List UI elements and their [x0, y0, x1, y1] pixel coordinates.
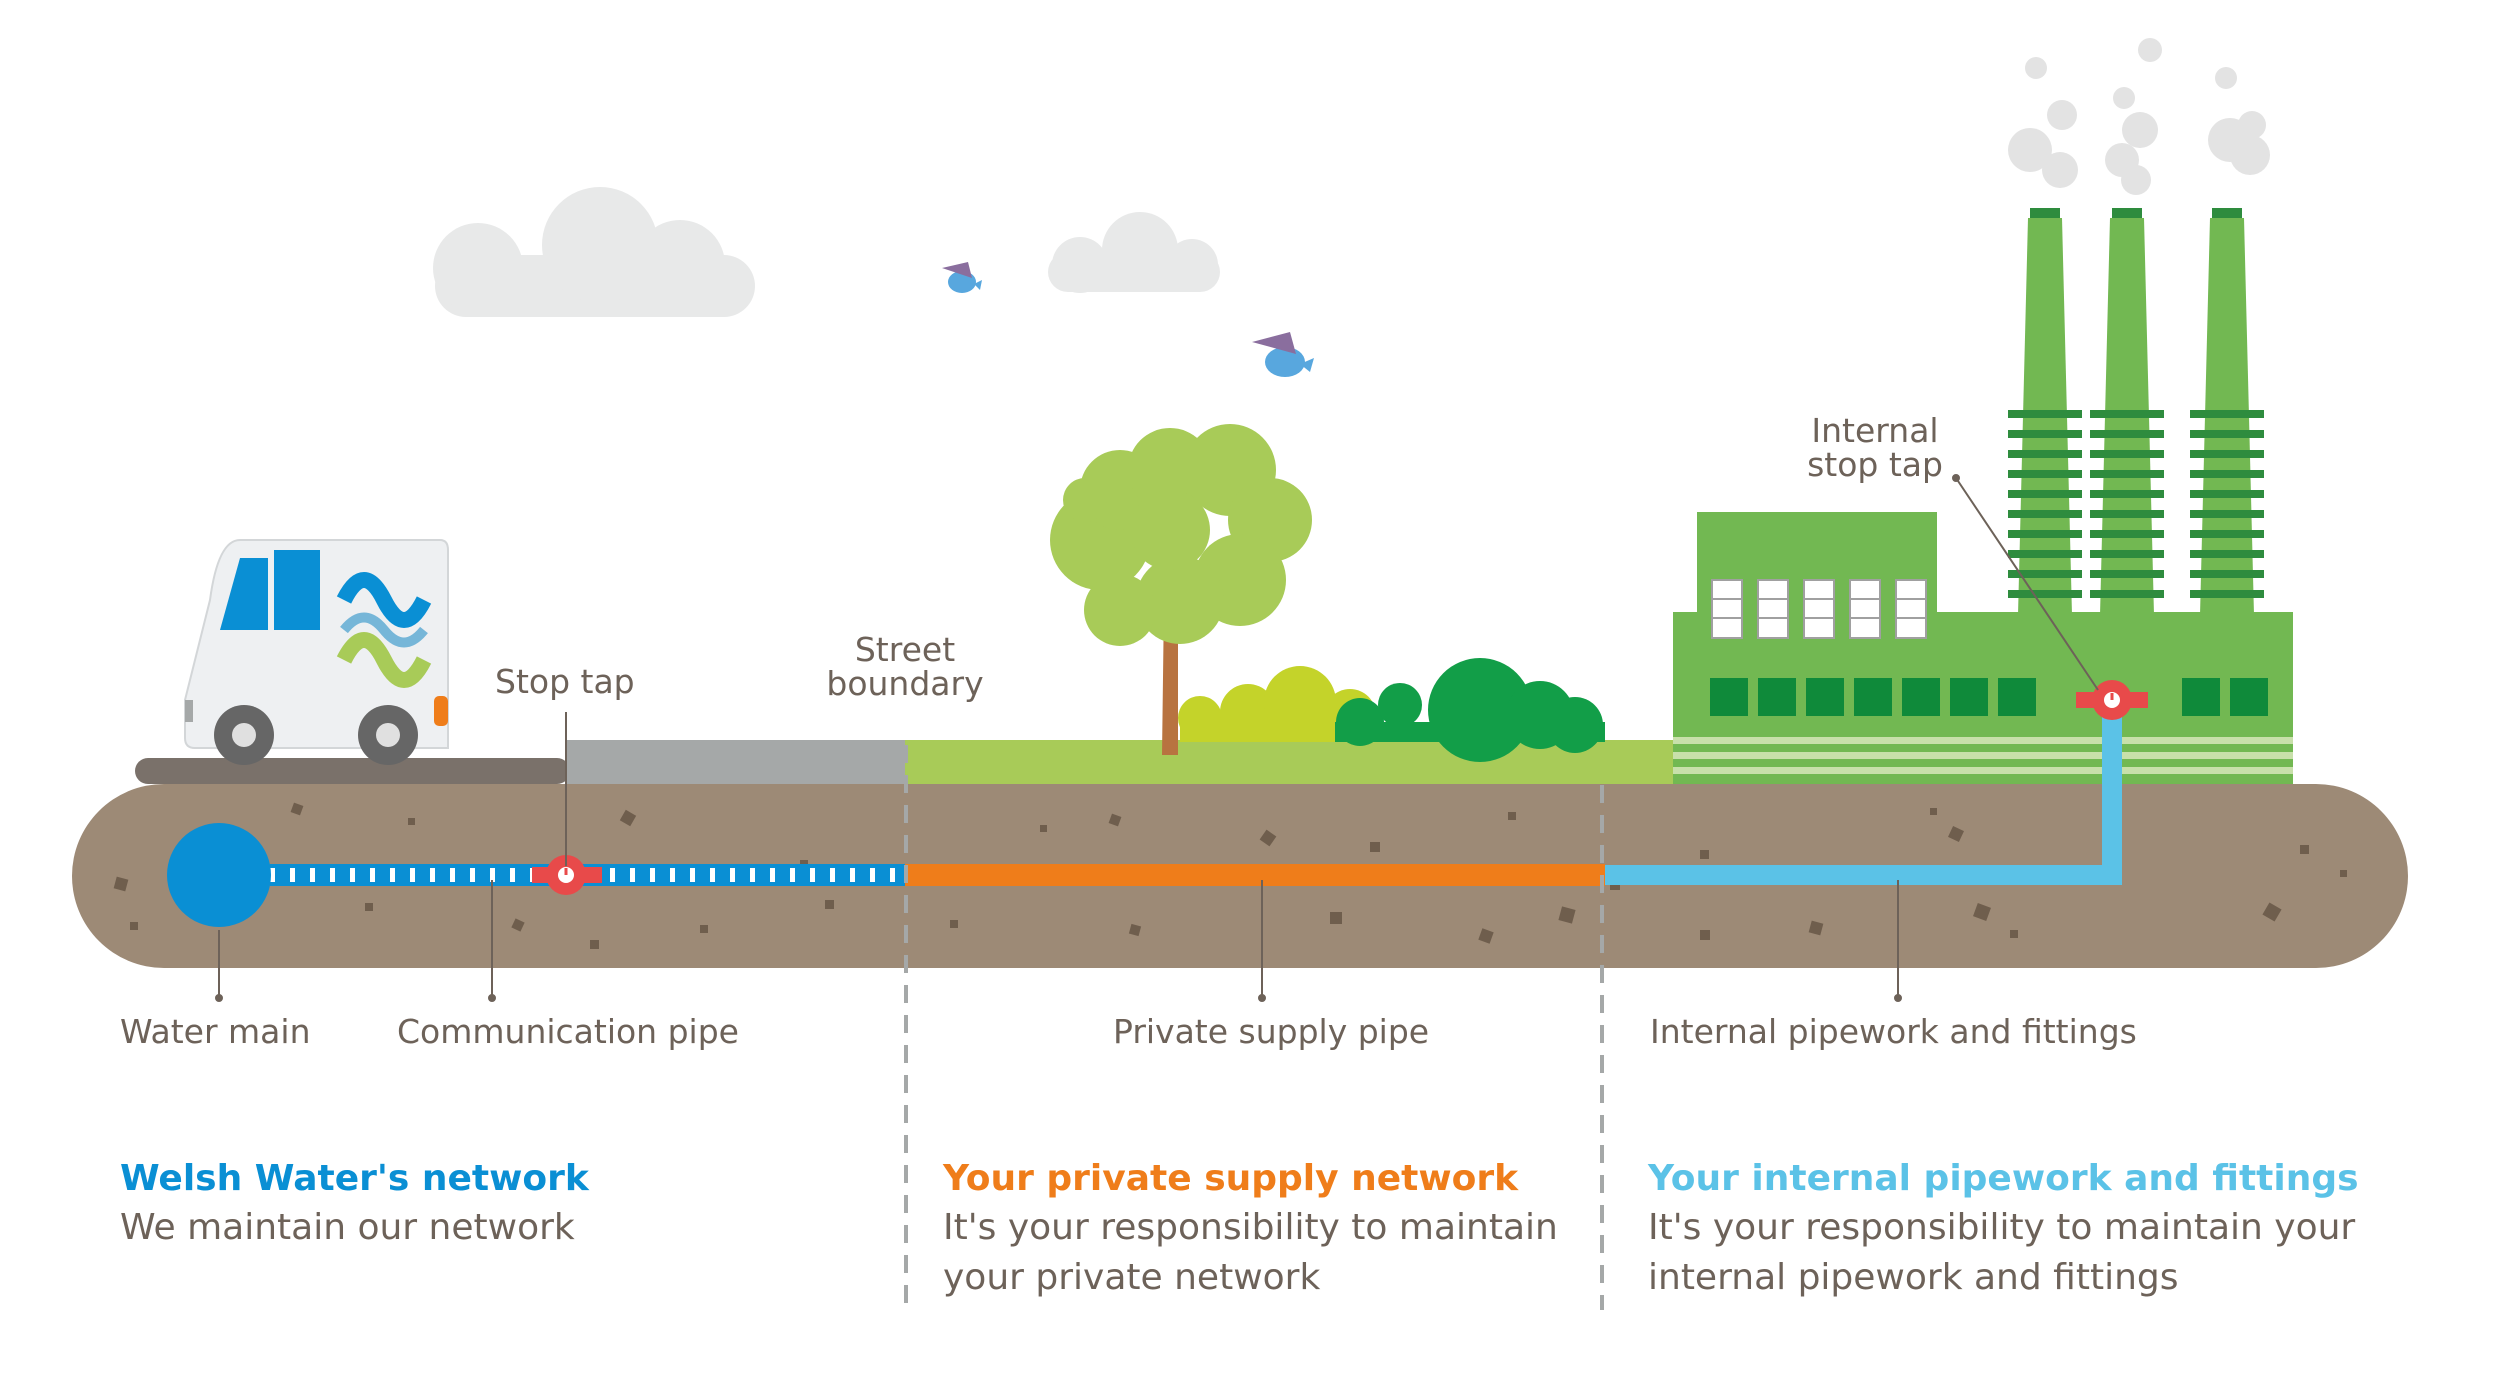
stop-tap-icon [532, 855, 602, 895]
internal-pipe [1605, 715, 2122, 885]
grass-strip [905, 740, 1685, 784]
factory-chimneys [2008, 208, 2264, 615]
factory-lower-windows [1710, 678, 2268, 716]
section-body: We maintain our network [120, 1203, 575, 1253]
internal-stop-tap-icon [2076, 680, 2148, 720]
section-body: It's your responsibility to maintain you… [943, 1203, 1558, 1303]
section-body-line2: internal pipework and fittings [1648, 1257, 2179, 1298]
cloud-large [433, 187, 755, 317]
bird-large-icon [1252, 332, 1314, 377]
section-body-line2: your private network [943, 1257, 1321, 1298]
internal-stop-tap-label-line1: Internal [1811, 411, 1939, 450]
section-title: Your internal pipework and fittings [1648, 1158, 2359, 1199]
bush-green [1335, 658, 1605, 762]
section-title: Your private supply network [943, 1158, 1519, 1199]
factory-building [1673, 512, 2293, 784]
chimney-3 [2190, 208, 2264, 615]
section-body-line1: It's your responsibility to maintain you… [1648, 1207, 2356, 1248]
internal-pipework-label: Internal pipework and fittings [1650, 1012, 2137, 1051]
stop-tap-label: Stop tap [495, 662, 635, 701]
internal-stop-tap-label: Internal stop tap [1780, 414, 1970, 482]
water-main-label: Water main [120, 1012, 311, 1051]
section-body-line1: It's your responsibility to maintain [943, 1207, 1558, 1248]
section-body: It's your responsibility to maintain you… [1648, 1203, 2355, 1303]
private-supply-pipe-label: Private supply pipe [1113, 1012, 1430, 1051]
section-body-line1: We maintain our network [120, 1207, 575, 1248]
section-title: Welsh Water's network [120, 1158, 589, 1199]
welsh-water-van-icon [184, 539, 449, 765]
street-boundary-label-line2: boundary [826, 664, 984, 703]
communication-pipe-label: Communication pipe [397, 1012, 739, 1051]
street-boundary-label: Street boundary [800, 633, 1010, 701]
chimney-2 [2090, 208, 2164, 615]
cloud-small [1048, 212, 1220, 293]
internal-stop-tap-label-line2: stop tap [1807, 445, 1943, 484]
factory-upper-windows [1711, 579, 1927, 639]
road [135, 758, 570, 784]
soil-stones [113, 802, 2347, 949]
water-main-icon [167, 823, 271, 927]
smoke-icon [2008, 38, 2270, 195]
pavement [565, 740, 905, 784]
leader-lines [215, 474, 2099, 1002]
bird-small-icon [942, 262, 982, 293]
street-boundary-label-line1: Street [854, 630, 956, 669]
private-supply-pipe [905, 864, 1605, 886]
tree-icon [1050, 424, 1312, 755]
chimney-1 [2008, 208, 2082, 615]
